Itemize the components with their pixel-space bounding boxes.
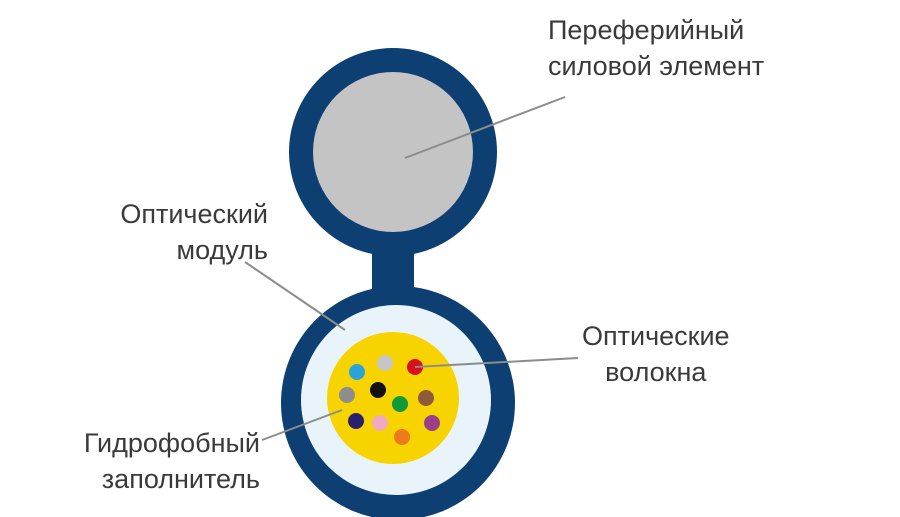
label-line: Переферийный xyxy=(548,15,745,45)
optical-fiber xyxy=(339,387,355,403)
optical-fiber xyxy=(348,413,364,429)
strength-member xyxy=(313,72,473,232)
label-strength-member: Переферийный силовой элемент xyxy=(548,12,764,84)
label-line: Оптические xyxy=(582,321,730,351)
fibers-group xyxy=(339,355,440,445)
label-optical-fibers: Оптические волокна xyxy=(582,318,730,390)
leader-line-optical-fibers xyxy=(414,357,579,368)
label-line: Гидрофобный xyxy=(83,428,260,458)
leader-line-strength-member xyxy=(404,96,566,159)
optical-fiber xyxy=(370,382,386,398)
label-hydrophobic-filler: Гидрофобный заполнитель xyxy=(84,425,260,497)
leader-line-hydrophobic-filler xyxy=(261,409,343,441)
optical-fiber xyxy=(377,355,393,371)
label-optical-module: Оптический модуль xyxy=(120,196,268,268)
optical-fiber xyxy=(372,415,388,431)
optical-fiber xyxy=(392,396,408,412)
optical-fiber xyxy=(349,364,365,380)
label-line: силовой элемент xyxy=(548,51,765,81)
label-line: волокна xyxy=(605,357,707,387)
optical-fiber xyxy=(424,415,440,431)
optical-fiber xyxy=(418,390,434,406)
label-line: Оптический xyxy=(120,199,268,229)
label-line: заполнитель xyxy=(101,464,260,494)
label-line: модуль xyxy=(176,235,268,265)
leader-lines xyxy=(244,96,579,441)
leader-line-optical-module xyxy=(244,261,346,331)
optical-fiber xyxy=(394,429,410,445)
